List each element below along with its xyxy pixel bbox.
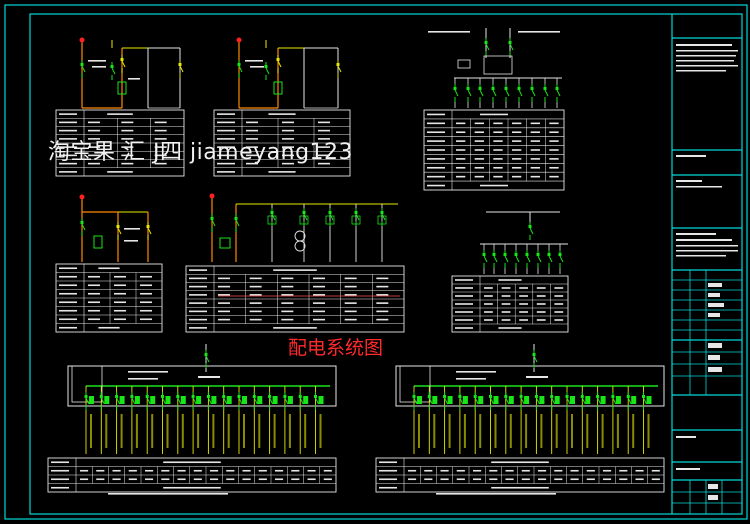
panel-f (451, 211, 569, 333)
panel-b (213, 37, 351, 177)
drawing-frame (4, 4, 748, 520)
title-block (672, 44, 742, 514)
panel-a (55, 37, 185, 177)
drawing-title: 配电系统图 (288, 337, 384, 359)
panel-d (55, 194, 163, 333)
switchboard-left (47, 344, 337, 495)
panel-c (423, 28, 565, 191)
panel-e (185, 193, 405, 333)
watermark-text: 淘宝果 汇 J四 jiameyang123 (48, 140, 354, 165)
schematic-panels (47, 28, 665, 495)
switchboard-right (375, 344, 665, 495)
